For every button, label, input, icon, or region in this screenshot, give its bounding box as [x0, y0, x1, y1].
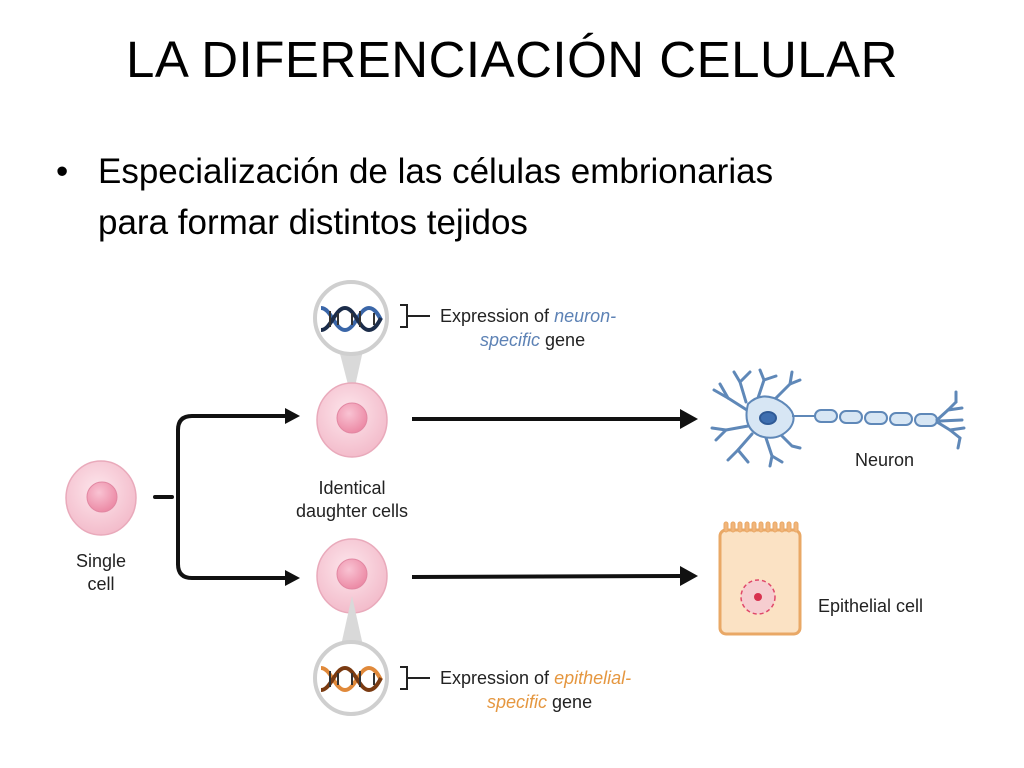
- daughter-label-1: Identical: [318, 478, 385, 498]
- single-cell: [65, 460, 137, 536]
- neuron-gene-label-line-1: Expression of neuron-: [440, 306, 616, 326]
- bullet-line-2: para formar distintos tejidos: [98, 203, 528, 242]
- slide-title: LA DIFERENCIACIÓN CELULAR: [125, 31, 899, 88]
- neuron-illustration: [710, 368, 966, 468]
- arrow-to-upper-daughter: [285, 408, 300, 424]
- epithelial-gene-label-line-2: specific gene: [487, 692, 592, 712]
- neuron-gene-label-line-2: specific gene: [480, 330, 585, 350]
- lower-daughter-cell: [316, 538, 388, 614]
- arrow-to-neuron: [412, 409, 698, 429]
- bullet-text: Especialización de las células embrionar…: [98, 146, 773, 248]
- epithelial-gene-label-line-1: Expression of epithelial-: [440, 668, 631, 688]
- neuron-label: Neuron: [855, 450, 914, 470]
- branch-bracket: [153, 414, 294, 580]
- epithelial-dna-icon: [320, 665, 383, 693]
- epithelial-dna-callout: [313, 596, 430, 716]
- neuron-dna-callout: [313, 280, 430, 400]
- arrow-to-lower-daughter: [285, 570, 300, 586]
- neuron-dna-icon: [320, 305, 383, 333]
- single-cell-label-2: cell: [87, 574, 114, 594]
- epithelial-cell-illustration: [718, 521, 802, 636]
- bullet-marker: •: [56, 152, 69, 191]
- daughter-label-2: daughter cells: [296, 501, 408, 521]
- upper-daughter-cell: [316, 382, 388, 458]
- single-cell-label-1: Single: [76, 551, 126, 571]
- epithelial-label: Epithelial cell: [818, 596, 923, 616]
- arrow-to-epithelial: [411, 566, 698, 586]
- bullet-line-1: Especialización de las células embrionar…: [98, 152, 774, 191]
